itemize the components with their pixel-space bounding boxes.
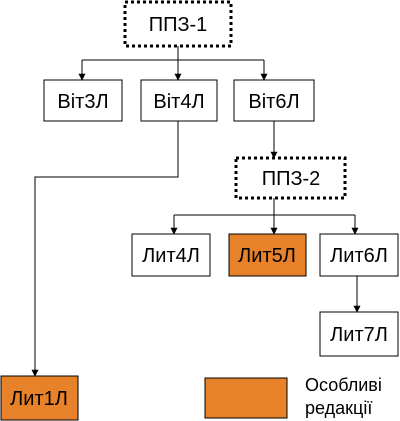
legend: Особливі редакції (204, 375, 382, 419)
node-lyt6l: Лит6Л (319, 233, 399, 277)
node-ppz1-box (123, 0, 233, 48)
node-vit6l-label: Віт6Л (248, 91, 299, 113)
node-lyt1l: Лит1Л (0, 375, 79, 421)
node-ppz2: ППЗ-2 (234, 156, 347, 200)
node-vit6l-box (233, 79, 315, 122)
node-vit4l-box (140, 79, 218, 122)
node-lyt6l-box (319, 233, 399, 277)
node-lyt4l-label: Лит4Л (142, 245, 200, 267)
node-vit3l: Віт3Л (43, 79, 123, 122)
node-ppz2-label: ППЗ-2 (262, 168, 321, 190)
node-vit3l-box (43, 79, 123, 122)
node-ppz1: ППЗ-1 (123, 0, 233, 48)
node-lyt1l-label: Лит1Л (10, 388, 68, 410)
node-vit3l-label: Віт3Л (57, 91, 108, 113)
node-lyt7l: Лит7Л (319, 311, 399, 357)
node-lyt4l-box (131, 233, 211, 277)
node-lyt7l-label: Лит7Л (330, 324, 388, 346)
node-vit6l: Віт6Л (233, 79, 315, 122)
node-lyt1l-box (0, 375, 79, 421)
legend-text-line1: Особливі (305, 375, 382, 395)
node-vit4l-label: Віт4Л (153, 91, 204, 113)
arrow-to-lyt1l (31, 121, 179, 377)
legend-text-line2: редакції (305, 398, 372, 418)
connectors-ppz2 (170, 198, 359, 235)
connectors-ppz1 (78, 46, 268, 81)
node-lyt4l: Лит4Л (131, 233, 211, 277)
node-lyt5l: Лит5Л (228, 233, 307, 277)
node-ppz1-label: ППЗ-1 (149, 14, 208, 36)
node-ppz2-box (234, 156, 347, 200)
node-lyt6l-label: Лит6Л (330, 245, 388, 267)
node-vit4l: Віт4Л (140, 79, 218, 122)
node-lyt7l-box (319, 311, 399, 357)
legend-swatch (204, 377, 288, 419)
node-lyt5l-label: Лит5Л (238, 245, 296, 267)
node-lyt5l-box (228, 233, 307, 277)
